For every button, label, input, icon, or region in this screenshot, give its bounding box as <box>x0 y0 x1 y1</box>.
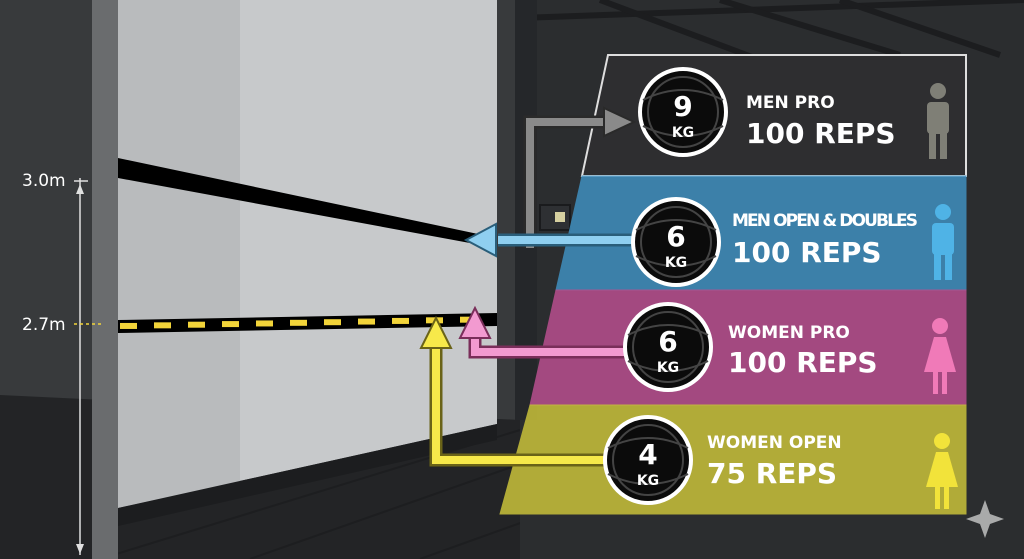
arrow-women-pro <box>458 305 632 359</box>
ball-weight: 4 <box>638 438 657 471</box>
ball-weight: 9 <box>673 90 692 123</box>
arrow-women-open <box>419 315 610 467</box>
height-label-3m: 3.0m <box>22 171 66 191</box>
female-figure-icon <box>926 433 958 509</box>
sparkle-icon <box>966 500 1004 538</box>
stripe-dash <box>324 319 341 326</box>
stripe-dash <box>358 318 375 325</box>
division-reps: 100 REPS <box>746 117 896 150</box>
height-label-2-7m: 2.7m <box>22 315 66 335</box>
figure-icons <box>924 83 958 509</box>
stripe-dash <box>256 320 273 327</box>
target-wall-shade <box>118 0 240 508</box>
target-line-3m <box>118 158 497 248</box>
male-figure-icon <box>932 204 954 280</box>
division-category: WOMEN OPEN <box>707 433 842 453</box>
division-category: WOMEN PRO <box>728 323 850 343</box>
ball-unit: KG <box>657 360 679 376</box>
ball-unit: KG <box>665 255 687 271</box>
pole <box>92 0 118 559</box>
arrow-men-open <box>463 222 640 258</box>
stripe-dash <box>290 319 307 326</box>
stripe-dash <box>154 322 171 329</box>
ruler-arrow-top <box>76 184 84 194</box>
stripe-dash <box>392 317 409 324</box>
stripe-dash <box>188 321 205 328</box>
division-reps: 100 REPS <box>728 346 878 379</box>
ball-weight: 6 <box>666 220 685 253</box>
medicine-ball-icon: 4KG <box>603 415 693 505</box>
ball-weight: 6 <box>658 325 677 358</box>
medicine-ball-icon: 9KG <box>638 67 728 157</box>
division-category: MEN PRO <box>746 93 835 113</box>
ruler-arrow-bottom <box>76 544 84 554</box>
division-panel <box>555 175 967 291</box>
stripe-dash <box>120 322 137 329</box>
division-reps: 75 REPS <box>707 457 837 490</box>
arrow-men-pro <box>523 106 637 248</box>
light <box>555 212 565 222</box>
rafters <box>519 0 1024 63</box>
medicine-ball-icon: 6KG <box>623 302 713 392</box>
male-figure-icon <box>927 83 949 159</box>
division-category: MEN OPEN & DOUBLES <box>732 211 918 231</box>
stripe-dash <box>222 321 239 328</box>
division-reps: 100 REPS <box>732 236 882 269</box>
ball-unit: KG <box>637 473 659 489</box>
medicine-ball-icon: 6KG <box>631 197 721 287</box>
division-labels: MEN PRO 100 REPS MEN OPEN & DOUBLES 100 REP… <box>707 93 918 490</box>
ball-unit: KG <box>672 125 694 141</box>
wall-base <box>118 424 497 526</box>
female-figure-icon <box>924 318 956 394</box>
